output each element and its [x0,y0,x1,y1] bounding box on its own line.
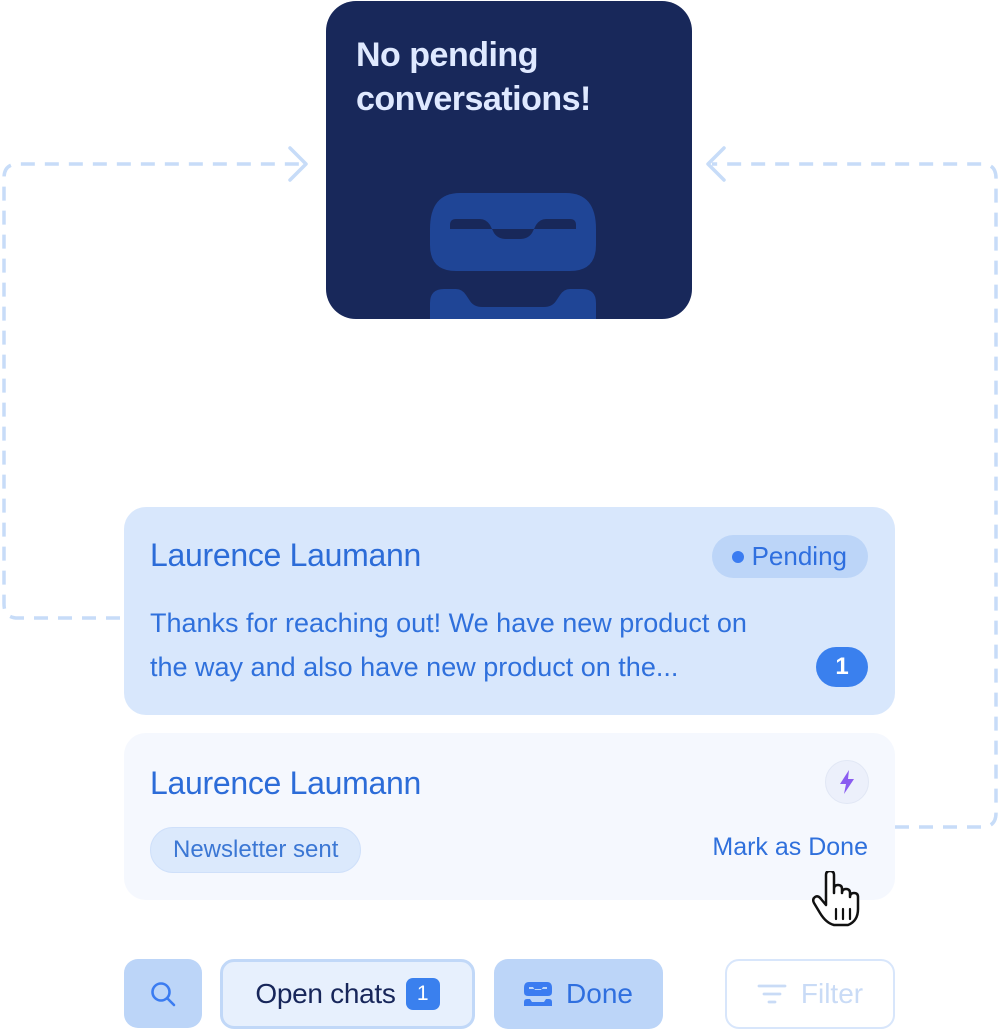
empty-state-card: No pending conversations! [326,1,692,319]
status-dot-icon [731,550,744,563]
lightning-bolt-icon [840,770,854,794]
right-arrow-head [706,146,726,182]
tab-open-chats-label: Open chats [255,978,396,1009]
tag-chip: Newsletter sent [150,827,362,873]
status-label: Pending [751,541,847,571]
contact-name: Laurence Laumann [150,765,421,801]
filter-label: Filter [800,978,864,1009]
pointer-hand-icon [812,871,860,927]
contact-name: Laurence Laumann [150,537,421,573]
automation-button[interactable] [825,760,869,804]
inbox-tray-icon [430,193,596,319]
conversation-card-pending[interactable]: Laurence Laumann Pending Thanks for reac… [124,507,895,715]
search-button[interactable] [124,959,202,1028]
open-chats-count-badge: 1 [405,978,440,1010]
conversation-card-newsletter[interactable]: Laurence Laumann Newsletter sent Mark as… [124,733,895,900]
unread-count-badge: 1 [816,647,868,687]
search-icon [151,981,176,1006]
tab-done[interactable]: Done [494,959,663,1029]
left-dashed-connector [2,162,302,620]
left-arrow-head [288,146,308,182]
empty-state-title: No pending conversations! [356,36,591,118]
status-badge: Pending [711,535,868,578]
message-preview: Thanks for reaching out! We have new pro… [150,608,747,682]
filter-icon [757,984,787,1004]
mark-as-done-button[interactable]: Mark as Done [712,833,868,861]
inbox-tray-icon [524,982,553,1006]
filter-button[interactable]: Filter [725,959,895,1029]
tab-done-label: Done [566,978,633,1009]
tab-open-chats[interactable]: Open chats 1 [220,959,475,1029]
right-dashed-connector [712,162,998,829]
